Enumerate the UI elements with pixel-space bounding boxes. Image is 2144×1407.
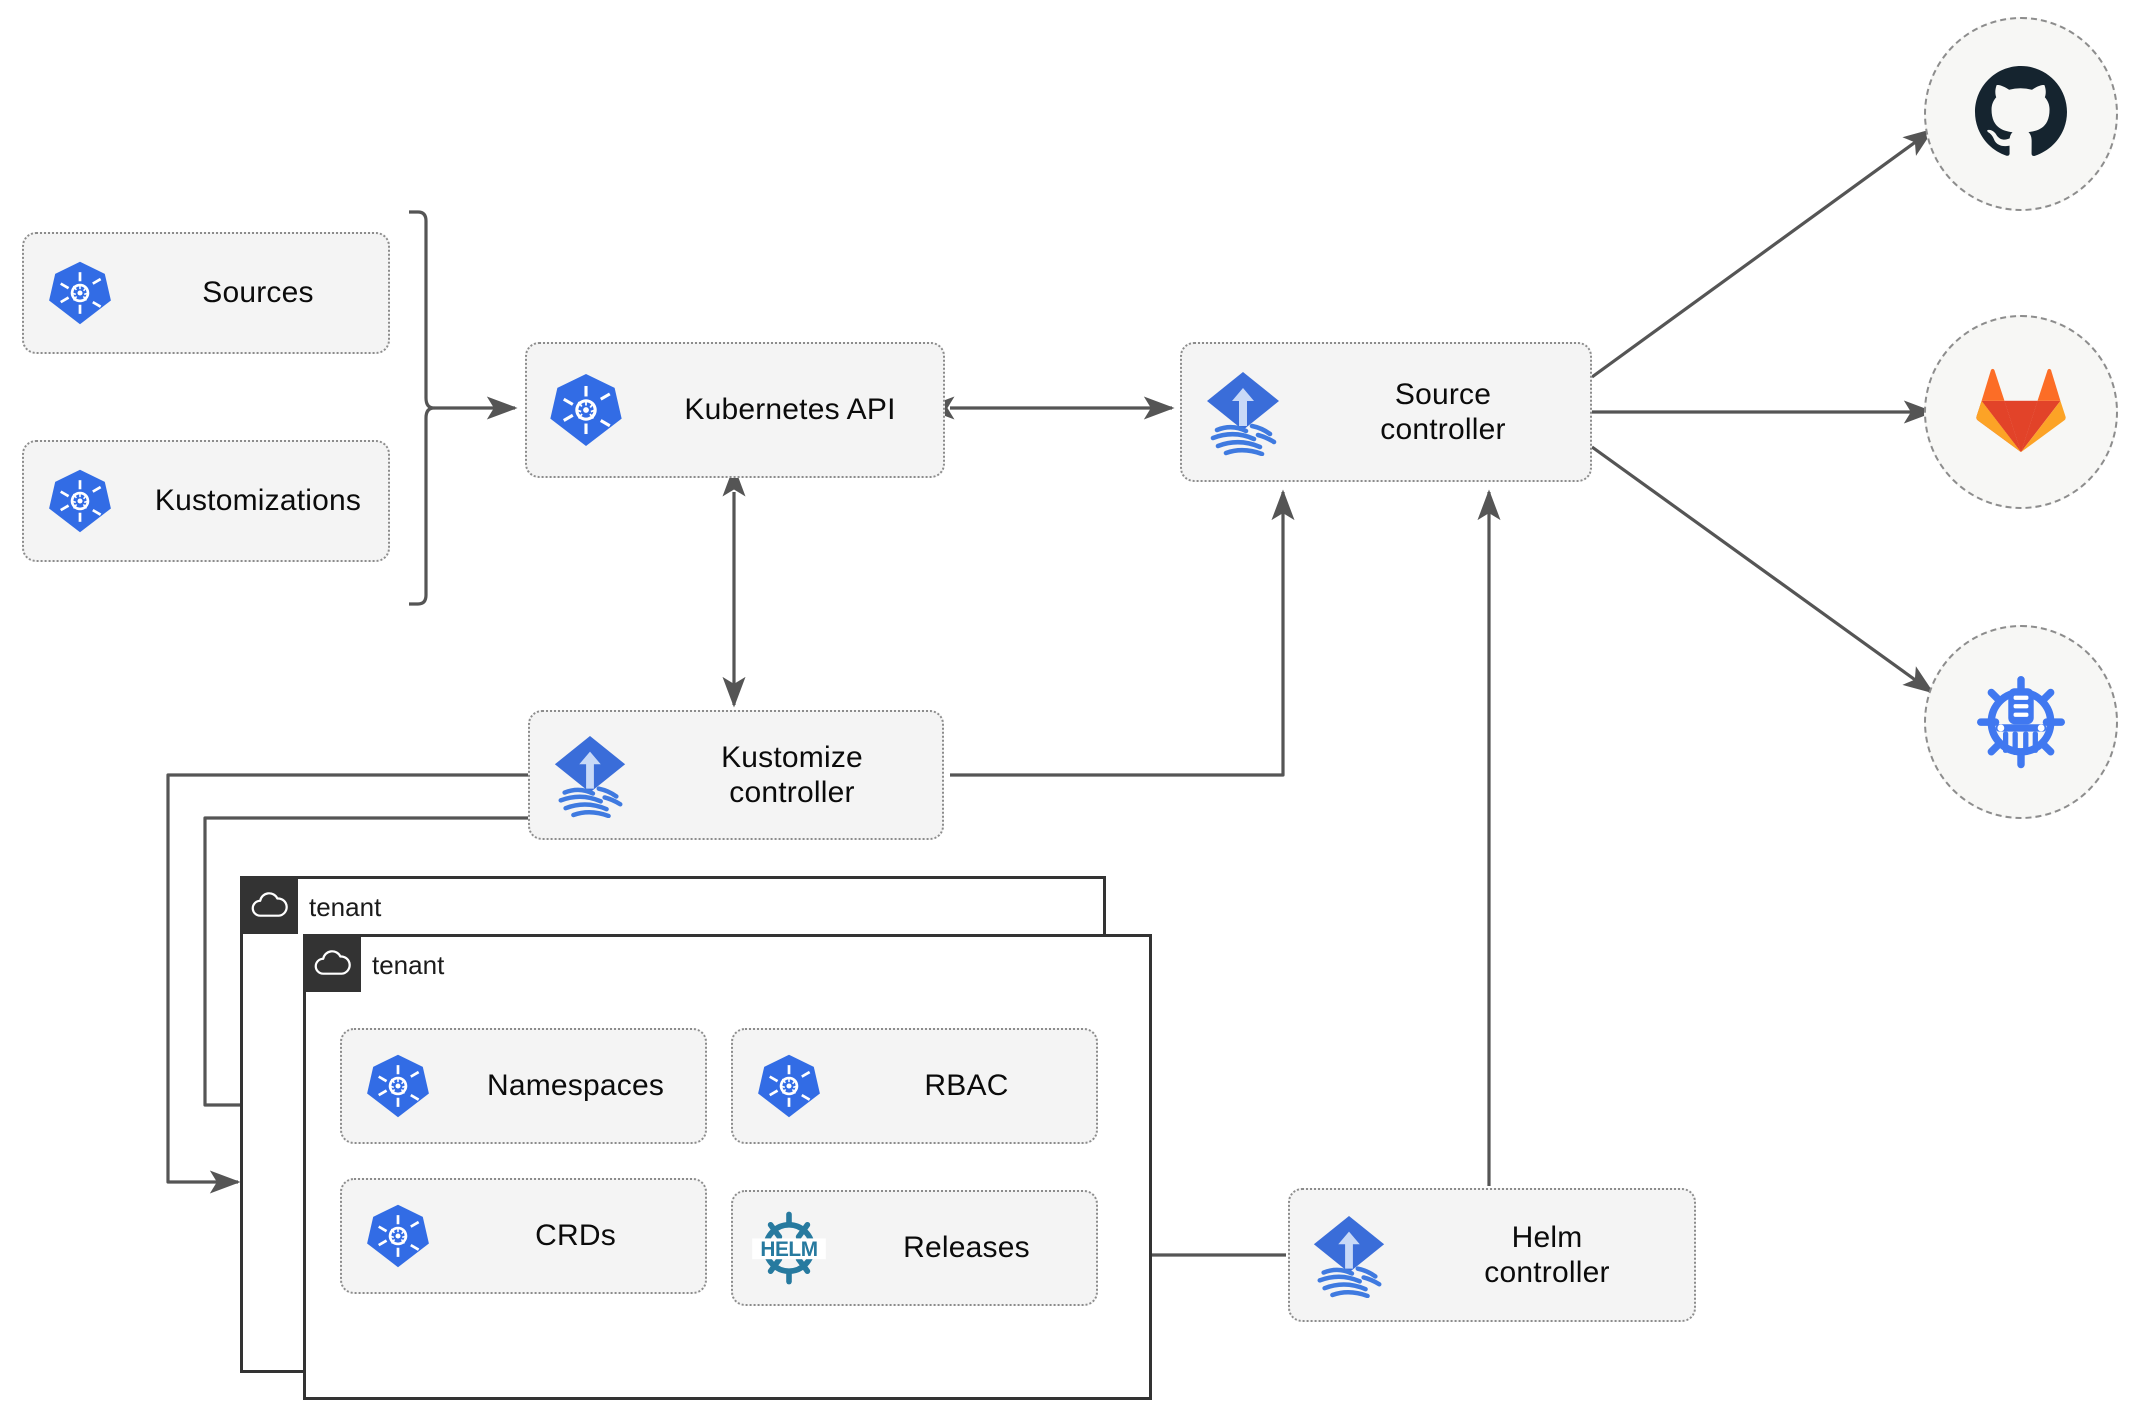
node-label: Releases	[903, 1231, 1030, 1265]
provider-github[interactable]	[1924, 17, 2118, 211]
edge-source-controller-to-github	[1591, 128, 1935, 379]
node-kustomize-controller[interactable]: Kustomize controller	[528, 710, 944, 840]
node-label: Kubernetes API	[684, 393, 896, 427]
provider-gitlab[interactable]	[1924, 315, 2118, 509]
node-rbac[interactable]: RBAC	[731, 1028, 1098, 1144]
tenant-container-front[interactable]: tenant	[303, 934, 1152, 1400]
kubernetes-icon	[24, 468, 136, 534]
node-kustomizations[interactable]: Kustomizations	[22, 440, 390, 562]
node-label: Kustomize controller	[721, 740, 863, 809]
node-label: Helm controller	[1484, 1220, 1610, 1289]
helm-icon: HELM	[733, 1208, 845, 1288]
node-helm-controller[interactable]: Helm controller	[1288, 1188, 1696, 1322]
kubernetes-icon	[24, 260, 136, 326]
edge-source-controller-to-harbor	[1591, 445, 1935, 694]
node-label: Namespaces	[486, 1069, 665, 1103]
node-releases[interactable]: HELM Releases	[731, 1190, 1098, 1306]
edge-kustomize-controller-to-source-controller	[950, 489, 1295, 777]
cloud-icon	[240, 876, 298, 934]
cloud-icon	[303, 934, 361, 992]
node-kubernetes-api[interactable]: Kubernetes API	[525, 342, 945, 478]
harbor-icon	[1968, 667, 2074, 778]
github-icon	[1971, 62, 2071, 167]
node-source-controller[interactable]: Source controller	[1180, 342, 1592, 482]
gitlab-icon	[1975, 366, 2067, 459]
node-label: RBAC	[924, 1069, 1009, 1103]
kubernetes-icon	[527, 372, 645, 448]
provider-harbor[interactable]	[1924, 625, 2118, 819]
node-label: Kustomizations	[154, 484, 362, 518]
node-label: Source controller	[1380, 377, 1506, 446]
node-label: Sources	[202, 276, 314, 310]
flux-icon	[1290, 1212, 1408, 1298]
node-namespaces[interactable]: Namespaces	[340, 1028, 707, 1144]
tenant-label: tenant	[309, 892, 382, 922]
kubernetes-icon	[342, 1053, 454, 1119]
kubernetes-icon	[733, 1053, 845, 1119]
kubernetes-icon	[342, 1203, 454, 1269]
flux-icon	[1182, 368, 1304, 456]
svg-text:HELM: HELM	[760, 1238, 817, 1261]
resources-bracket	[409, 210, 436, 606]
flux-icon	[530, 732, 650, 818]
node-label: CRDs	[535, 1219, 616, 1253]
node-sources[interactable]: Sources	[22, 232, 390, 354]
tenant-label: tenant	[372, 950, 445, 980]
node-crds[interactable]: CRDs	[340, 1178, 707, 1294]
